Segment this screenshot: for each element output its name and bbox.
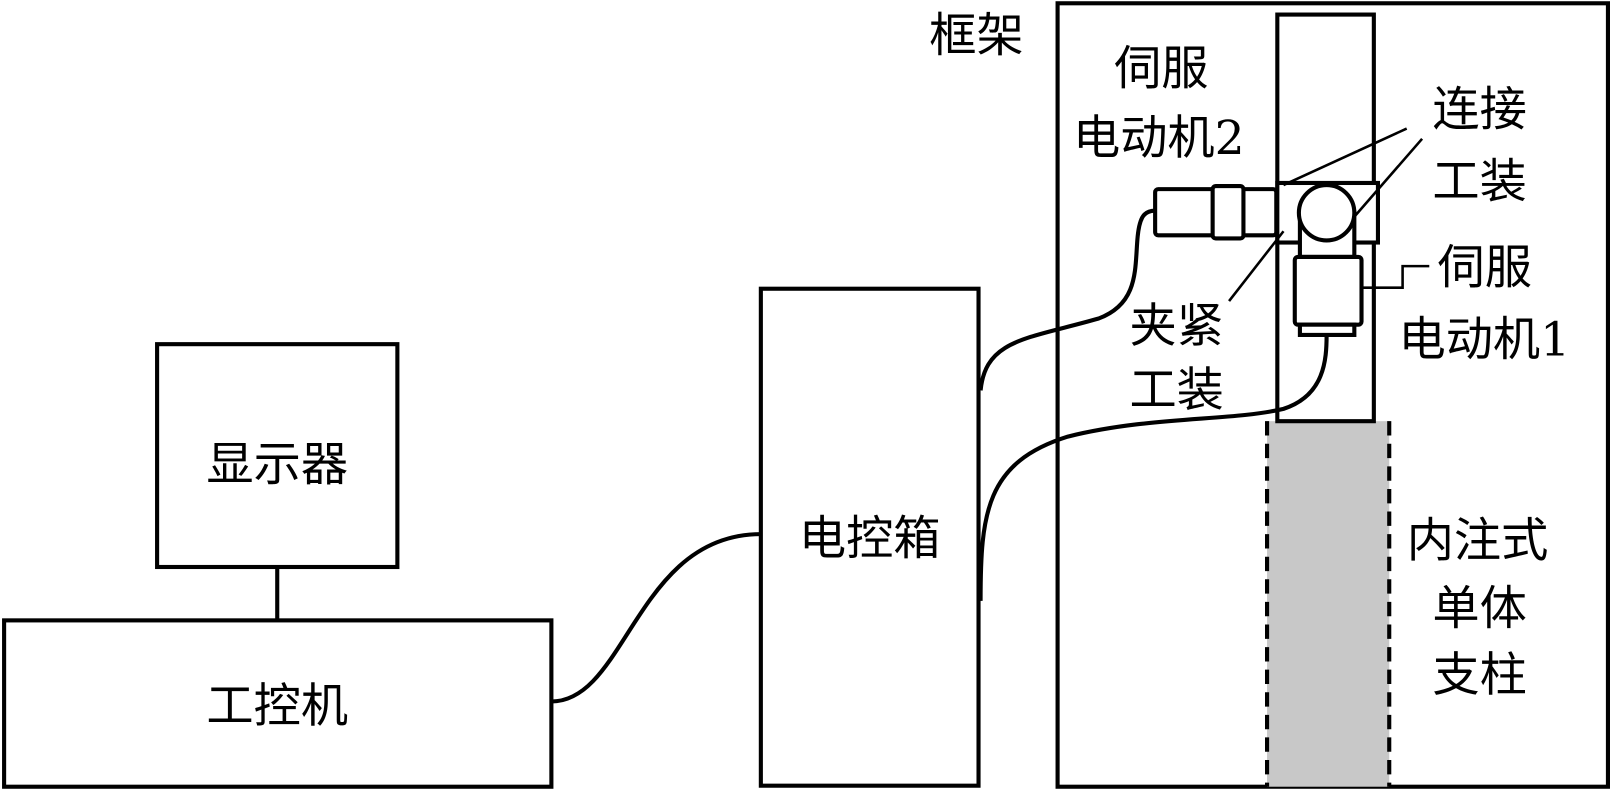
monitor-box — [155, 342, 400, 570]
servo-motor-2-band — [1210, 183, 1246, 241]
label-clamp-line1: 夹紧 — [1129, 299, 1223, 354]
label-prop-line1: 内注式 — [1407, 514, 1549, 569]
label-connection-line2: 工装 — [1432, 154, 1526, 209]
servo-motor-1-base — [1297, 322, 1357, 337]
leader-connection-2 — [1352, 137, 1424, 219]
cable-ipc-to-control — [551, 532, 761, 704]
label-servo-motor-2-line2: 电动机2 — [1073, 111, 1245, 166]
cable-control-to-motor2 — [978, 208, 1156, 391]
label-frame: 框架 — [929, 9, 1023, 64]
leader-motor-1 — [1361, 264, 1430, 289]
label-monitor: 显示器 — [206, 438, 348, 493]
label-prop-line2: 单体 — [1432, 581, 1526, 636]
label-clamp-line2: 工装 — [1129, 363, 1223, 418]
leader-connection-1 — [1282, 127, 1408, 187]
label-industrial-pc: 工控机 — [206, 679, 348, 734]
clamp-ring — [1296, 182, 1357, 243]
label-connection-line1: 连接 — [1432, 82, 1526, 137]
cable-control-to-motor1 — [978, 334, 1329, 601]
label-servo-motor-2-line1: 伺服 — [1114, 41, 1208, 96]
servo-motor-1 — [1292, 254, 1364, 327]
leader-clamp — [1228, 230, 1285, 302]
label-servo-motor-1-line1: 伺服 — [1438, 241, 1532, 296]
label-control-box: 电控箱 — [799, 512, 941, 567]
control-box — [758, 286, 981, 788]
label-servo-motor-1-line2: 电动机1 — [1398, 312, 1570, 367]
industrial-pc-box — [2, 618, 554, 789]
label-prop-line3: 支柱 — [1432, 648, 1526, 703]
prop-column — [1267, 421, 1390, 787]
